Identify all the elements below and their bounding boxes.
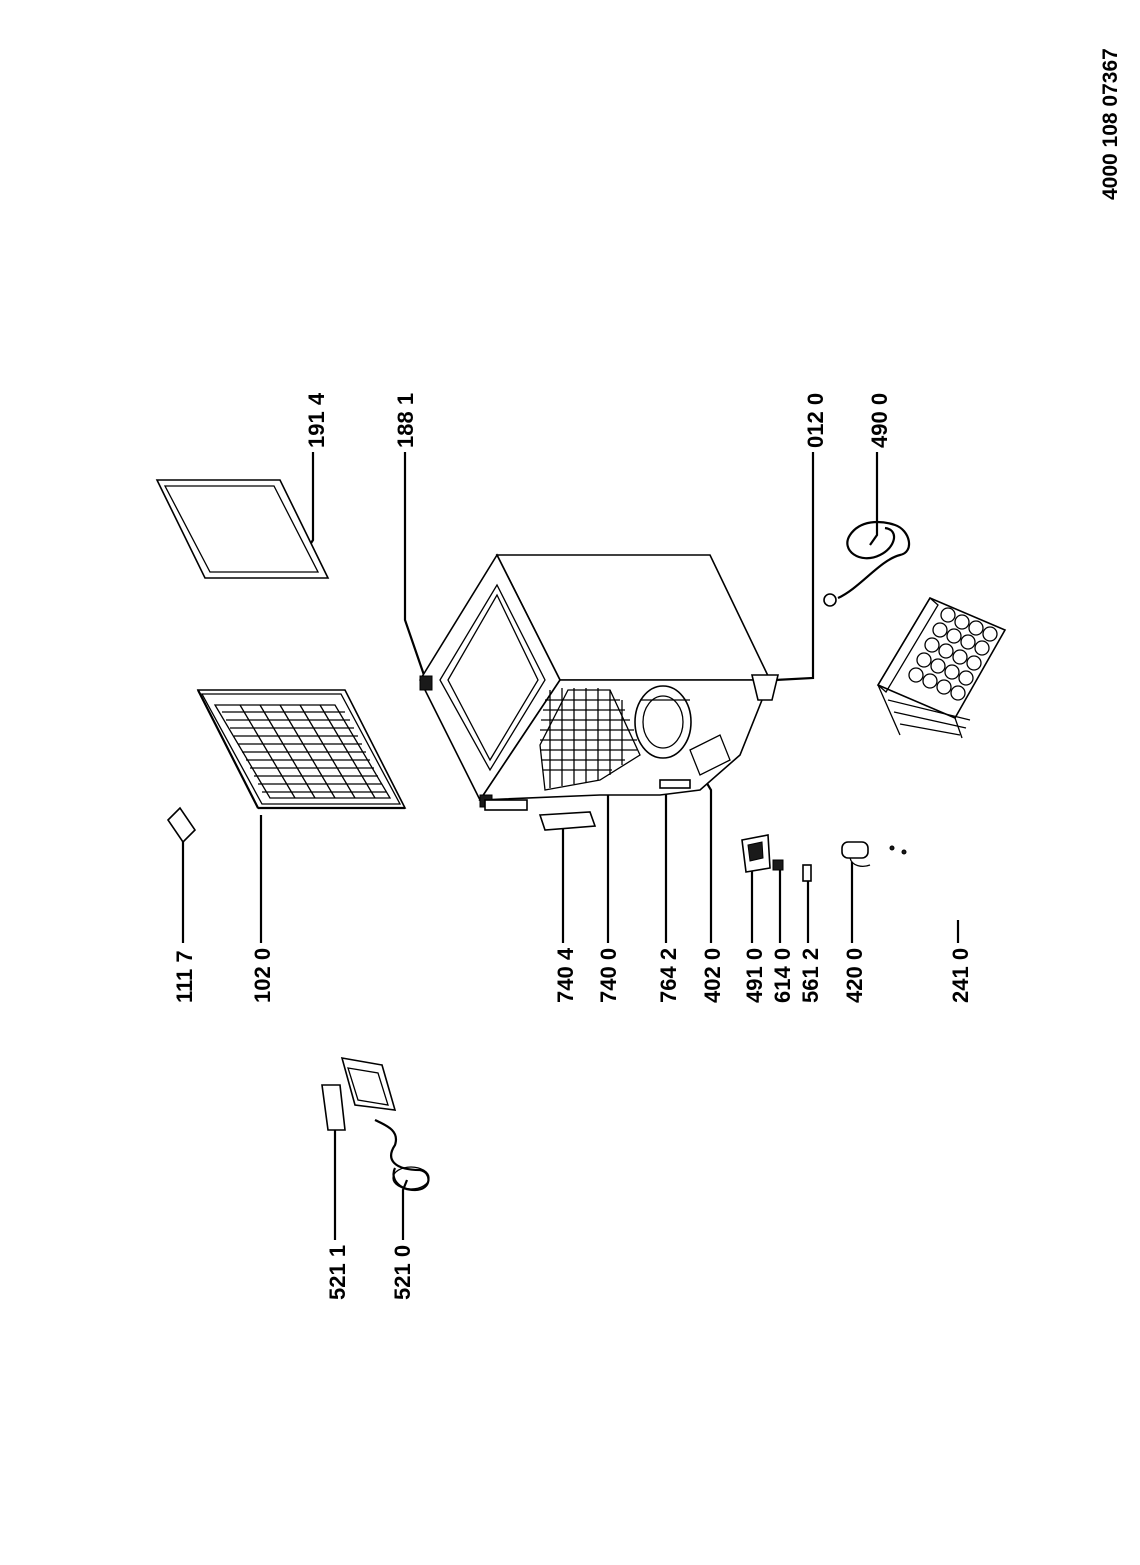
capacitor-part (841, 841, 907, 867)
label-521-0: 521 0 (390, 1245, 415, 1300)
cabinet-part (419, 553, 780, 811)
rating-plate-part (166, 806, 197, 844)
label-241-0: 241 0 (948, 948, 973, 1003)
label-420-0: 420 0 (842, 948, 867, 1003)
label-012-0: 012 0 (803, 393, 828, 448)
bracket-part (538, 811, 597, 831)
label-491-0: 491 0 (742, 948, 767, 1003)
label-111-7: 111 7 (172, 950, 197, 1003)
label-191-4: 191 4 (304, 392, 329, 448)
label-740-4: 740 4 (553, 947, 578, 1003)
door-gasket-part (155, 479, 330, 579)
label-402-0: 402 0 (700, 948, 725, 1003)
label-490-0: 490 0 (867, 393, 892, 448)
power-cord-part (823, 520, 911, 607)
clip-part (802, 864, 812, 882)
label-521-1: 521 1 (325, 1245, 350, 1300)
bottle-rack-part (876, 596, 1007, 739)
label-102-0: 102 0 (250, 948, 275, 1003)
relay-inner (747, 841, 764, 862)
document-number: 4000 108 07367 (1099, 48, 1122, 200)
label-740-0: 740 0 (596, 948, 621, 1003)
door-part (196, 689, 407, 810)
overload-protector-part (772, 859, 784, 871)
label-188-1: 188 1 (393, 393, 418, 448)
label-614-0: 614 0 (770, 948, 795, 1003)
label-561-2: 561 2 (798, 948, 823, 1003)
thermostat-part (321, 1056, 430, 1192)
label-764-2: 764 2 (656, 948, 681, 1003)
